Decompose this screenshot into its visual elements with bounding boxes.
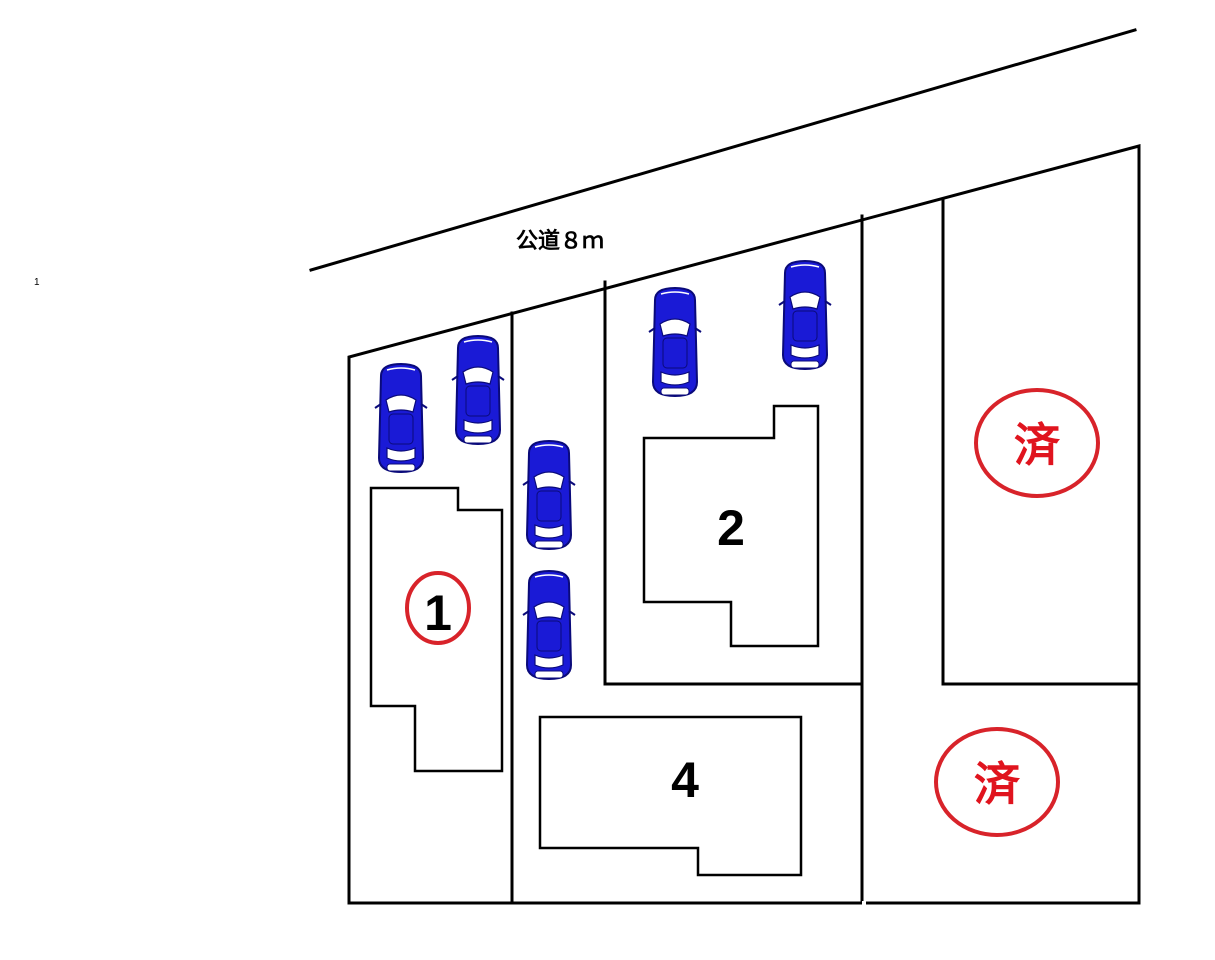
building-lot-4 bbox=[538, 715, 803, 877]
lot-1-highlight-circle bbox=[405, 571, 471, 645]
car-icon bbox=[374, 363, 428, 473]
car-icon bbox=[522, 570, 576, 680]
lot-number-2: 2 bbox=[717, 500, 745, 556]
building-lot-2 bbox=[642, 404, 820, 648]
lot-2-boundary bbox=[603, 280, 864, 686]
sold-mark-lower-circle bbox=[934, 727, 1060, 837]
building-lot-1 bbox=[369, 486, 504, 773]
site-boundary bbox=[347, 144, 1141, 905]
road-label: 公道８ｍ bbox=[516, 228, 604, 254]
lot-sold-upper-boundary bbox=[941, 198, 1141, 686]
page-number: 1 bbox=[34, 277, 40, 288]
lot-number-1: 1 bbox=[424, 585, 452, 641]
road-edge-line bbox=[309, 28, 1137, 272]
car-icon bbox=[648, 287, 702, 397]
car-icon bbox=[778, 260, 832, 370]
sold-mark-lower: 済 bbox=[974, 757, 1021, 811]
sold-mark-upper-circle bbox=[974, 388, 1100, 498]
car-icon bbox=[522, 440, 576, 550]
sold-mark-upper: 済 bbox=[1014, 418, 1061, 472]
car-icon bbox=[451, 335, 505, 445]
lot-number-4: 4 bbox=[671, 752, 699, 808]
